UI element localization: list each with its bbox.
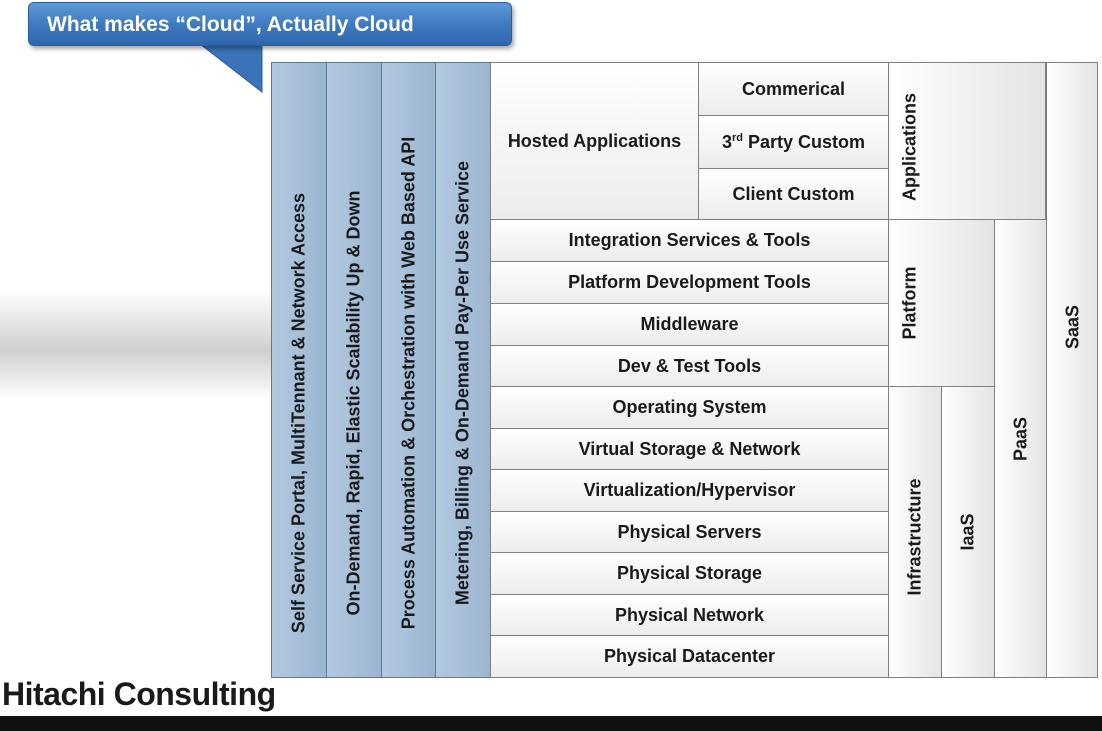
layer-middleware: Middleware xyxy=(490,303,889,346)
characteristic-on-demand: On-Demand, Rapid, Elastic Scalability Up… xyxy=(326,62,382,678)
background-band xyxy=(0,290,272,400)
footer-bar xyxy=(0,716,1102,731)
app-client-custom-label: Client Custom xyxy=(732,183,855,204)
group-saas: SaaS xyxy=(1046,62,1098,678)
layer-label: Physical Storage xyxy=(616,563,763,583)
layer-integration-services: Integration Services & Tools xyxy=(490,219,889,262)
layer-label: Physical Datacenter xyxy=(603,646,776,666)
group-saas-label: SaaS xyxy=(1062,304,1083,350)
layer-label: Integration Services & Tools xyxy=(568,230,811,250)
characteristic-self-service: Self Service Portal, MultiTennant & Netw… xyxy=(271,62,327,678)
layer-physical-storage: Physical Storage xyxy=(490,552,889,595)
group-platform-label: Platform xyxy=(899,266,920,340)
group-applications: Applications xyxy=(888,62,1046,220)
app-third-party-custom: 3rd Party Custom xyxy=(698,115,889,169)
group-iaas-label: IaaS xyxy=(957,513,978,551)
layer-dev-test-tools: Dev & Test Tools xyxy=(490,345,889,387)
layer-label: Middleware xyxy=(640,314,739,334)
group-infrastructure-label: Infrastructure xyxy=(904,478,925,596)
layer-label: Platform Development Tools xyxy=(568,272,811,292)
hosted-applications-label: Hosted Applications xyxy=(507,130,682,151)
callout-text: What makes “Cloud”, Actually Cloud xyxy=(47,13,414,36)
group-paas-label: PaaS xyxy=(1010,416,1031,462)
group-applications-label: Applications xyxy=(899,92,920,202)
layer-platform-dev-tools: Platform Development Tools xyxy=(490,261,889,304)
app-client-custom: Client Custom xyxy=(698,168,889,220)
layer-label: Virtual Storage & Network xyxy=(578,438,801,459)
group-paas: PaaS xyxy=(994,219,1047,678)
layer-label: Operating System xyxy=(612,397,767,417)
layer-label: Virtualization/Hypervisor xyxy=(583,480,796,500)
layer-physical-network: Physical Network xyxy=(490,594,889,636)
layer-virtualization: Virtualization/Hypervisor xyxy=(490,469,889,512)
app-third-party-label: 3rd Party Custom xyxy=(721,131,866,152)
layer-physical-datacenter: Physical Datacenter xyxy=(490,635,889,678)
group-infrastructure: Infrastructure xyxy=(888,386,942,678)
layer-virtual-storage-network: Virtual Storage & Network xyxy=(490,428,889,470)
layer-operating-system: Operating System xyxy=(490,386,889,429)
characteristic-label: Self Service Portal, MultiTennant & Netw… xyxy=(288,192,309,634)
app-commercial-label: Commerical xyxy=(741,78,846,99)
brand-logo: Hitachi Consulting xyxy=(2,676,276,712)
group-platform: Platform xyxy=(888,219,995,387)
callout-banner: What makes “Cloud”, Actually Cloud xyxy=(28,2,512,46)
group-iaas: IaaS xyxy=(941,386,995,678)
layer-label: Physical Network xyxy=(614,604,765,625)
layer-label: Dev & Test Tools xyxy=(617,355,762,376)
hosted-applications: Hosted Applications xyxy=(490,62,699,220)
characteristic-metering: Metering, Billing & On-Demand Pay-Per Us… xyxy=(435,62,491,678)
characteristic-label: On-Demand, Rapid, Elastic Scalability Up… xyxy=(343,190,364,616)
layer-label: Physical Servers xyxy=(617,521,762,542)
characteristic-label: Metering, Billing & On-Demand Pay-Per Us… xyxy=(452,160,473,606)
layer-physical-servers: Physical Servers xyxy=(490,511,889,553)
characteristic-label: Process Automation & Orchestration with … xyxy=(398,136,418,630)
characteristic-automation: Process Automation & Orchestration with … xyxy=(381,62,436,678)
app-commercial: Commerical xyxy=(698,62,889,116)
